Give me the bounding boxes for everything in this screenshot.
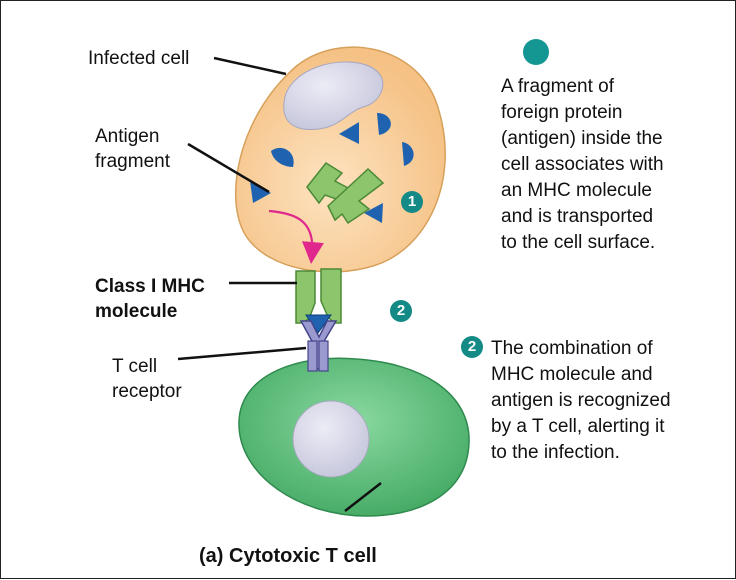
receptor-leader [177, 346, 307, 361]
mhc-fragment-shape [327, 167, 385, 225]
infected-cell-leader [213, 56, 287, 76]
step-1-badge: 1 [401, 191, 423, 213]
infected-cell-label: Infected cell [88, 48, 190, 69]
antigen-fragment-leader [187, 142, 270, 194]
step-2-badge: 2 [390, 300, 412, 322]
t-cell-pointer-line [344, 482, 382, 512]
step-1-bullet-icon [523, 39, 549, 65]
class-mhc-label: Class I MHC molecule [95, 276, 205, 322]
t-cell-receptor-shape [318, 340, 329, 372]
antigen-fragment-shape [339, 122, 359, 144]
antigen-fragment-shape [271, 147, 294, 167]
step-2-text: The combination of MHC molecule and anti… [491, 338, 671, 463]
t-cell-nucleus [292, 400, 370, 478]
antigen-fragment-shape [402, 142, 414, 166]
t-cell-receptor-shape [307, 340, 318, 372]
t-cell-receptor-label: T cell receptor [112, 356, 182, 402]
step-2-text-badge: 2 [461, 336, 483, 358]
antigen-fragment-shape [250, 181, 271, 203]
antigen-fragment-shape [377, 113, 391, 135]
transport-arrow [268, 209, 324, 264]
antigen-fragment-shape [364, 203, 383, 223]
caption: (a) Cytotoxic T cell [199, 545, 377, 567]
antigen-fragment-label: Antigen fragment [95, 126, 170, 172]
step-1-text: A fragment of foreign protein (antigen) … [501, 76, 664, 253]
infected-cell-nucleus [283, 61, 384, 131]
